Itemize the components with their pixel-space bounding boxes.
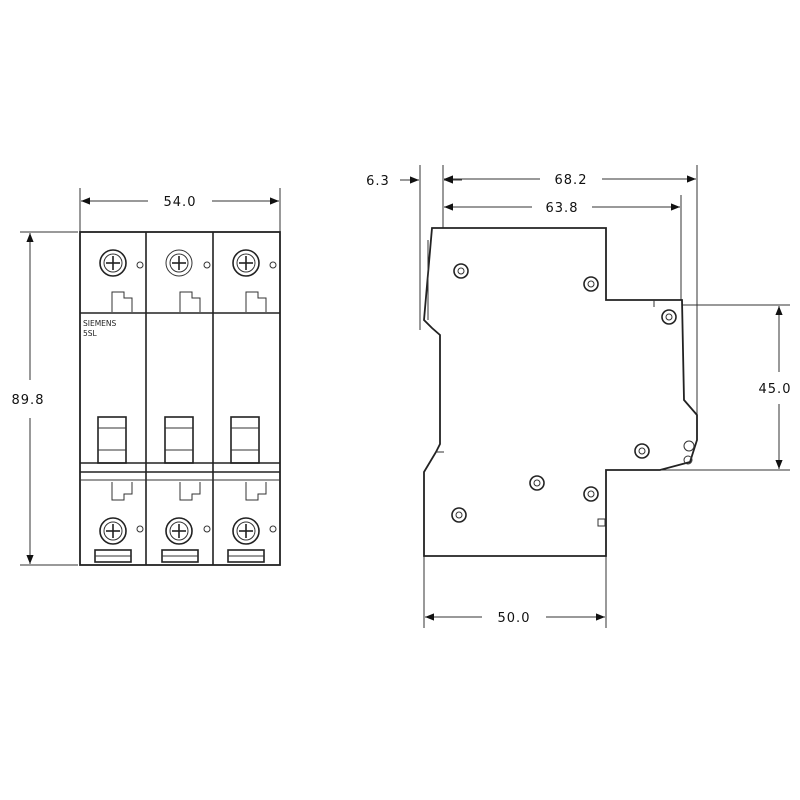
- front-width-label: 54.0: [164, 195, 197, 210]
- din-rail-clip-icon: [94, 549, 265, 563]
- side-depth-label: 68.2: [555, 173, 588, 188]
- front-width-dimension: 54.0: [81, 195, 279, 210]
- side-base-dimension: 50.0: [425, 611, 605, 626]
- model-label: 5SL: [83, 329, 98, 338]
- brand-label: SIEMENS: [83, 319, 117, 328]
- side-body-depth-dimension: 63.8: [444, 201, 680, 216]
- bottom-terminal-screw-icon: [99, 517, 277, 545]
- toggle-handle-icon: [97, 416, 260, 464]
- side-rail-dimension: 45.0: [759, 306, 792, 469]
- side-rail-label: 45.0: [759, 382, 792, 397]
- side-depth-dimension: 68.2: [444, 173, 696, 188]
- front-height-dimension: 89.8: [12, 233, 45, 564]
- front-body-outline: [79, 231, 281, 566]
- bottom-latch-icon: [111, 482, 267, 501]
- front-view: 54.0 89.8: [12, 188, 281, 566]
- side-body-depth-label: 63.8: [546, 201, 579, 216]
- side-offset-dimension: 6.3: [366, 174, 462, 189]
- front-height-label: 89.8: [12, 393, 45, 408]
- rivet-icon: [451, 263, 677, 523]
- side-body-outline: [423, 227, 698, 557]
- side-view: 68.2 63.8 6.3 45.0 50.0: [366, 165, 792, 628]
- side-offset-label: 6.3: [366, 174, 390, 189]
- top-terminal-screw-icon: [99, 249, 277, 277]
- side-base-label: 50.0: [498, 611, 531, 626]
- top-latch-icon: [111, 291, 267, 312]
